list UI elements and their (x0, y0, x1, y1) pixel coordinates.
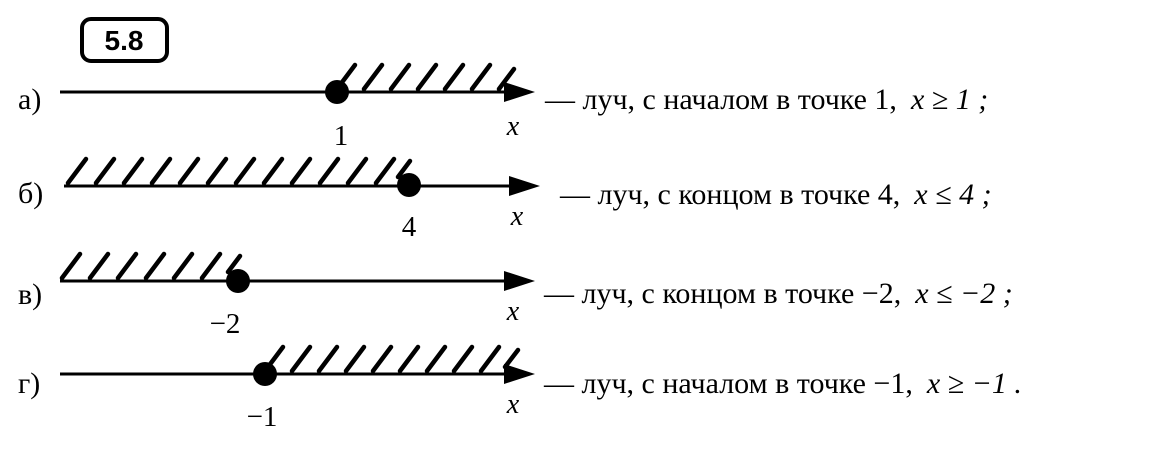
axis-arrow (504, 364, 535, 384)
exercise-number: 5.8 (105, 25, 144, 56)
endpoint-dot (226, 269, 250, 293)
row-c: в) −2 x — луч, с концом в точке −2,x ≤ −… (18, 251, 1013, 340)
row-label: г) (18, 367, 40, 400)
point-label: 1 (334, 120, 349, 152)
row-d: г) −1 x — луч, с началом в точке −1,x ≥ … (18, 344, 1022, 433)
hatch-region (334, 62, 517, 92)
axis-variable: x (506, 111, 520, 142)
hatch-region (262, 344, 521, 374)
point-label: 4 (402, 211, 417, 243)
row-description: — луч, с концом в точке 4,x ≤ 4 ; (559, 178, 992, 211)
row-a: а) 1 x — луч, с началом в точке 1,x ≥ 1 … (18, 62, 988, 152)
hatch-region (59, 251, 243, 281)
row-b: б) 4 x — луч, с концом в точке 4,x ≤ 4 ; (18, 156, 992, 243)
axis-variable: x (506, 389, 520, 420)
row-label: а) (18, 83, 41, 116)
point-label: −2 (210, 308, 241, 340)
axis-variable: x (510, 201, 524, 232)
axis-arrow (504, 271, 535, 291)
point-label: −1 (247, 401, 278, 433)
row-description: — луч, с началом в точке −1,x ≥ −1 . (543, 367, 1022, 400)
axis-arrow (509, 176, 540, 196)
row-description: — луч, с началом в точке 1,x ≥ 1 ; (544, 83, 988, 116)
exercise-badge: 5.8 (80, 17, 169, 63)
hatch-region (65, 156, 413, 186)
row-label: в) (18, 278, 42, 311)
axis-variable: x (506, 296, 520, 327)
axis-arrow (504, 82, 535, 102)
endpoint-dot (325, 80, 349, 104)
endpoint-dot (253, 362, 277, 386)
endpoint-dot (397, 173, 421, 197)
row-label: б) (18, 177, 43, 210)
row-description: — луч, с концом в точке −2,x ≤ −2 ; (543, 277, 1013, 310)
